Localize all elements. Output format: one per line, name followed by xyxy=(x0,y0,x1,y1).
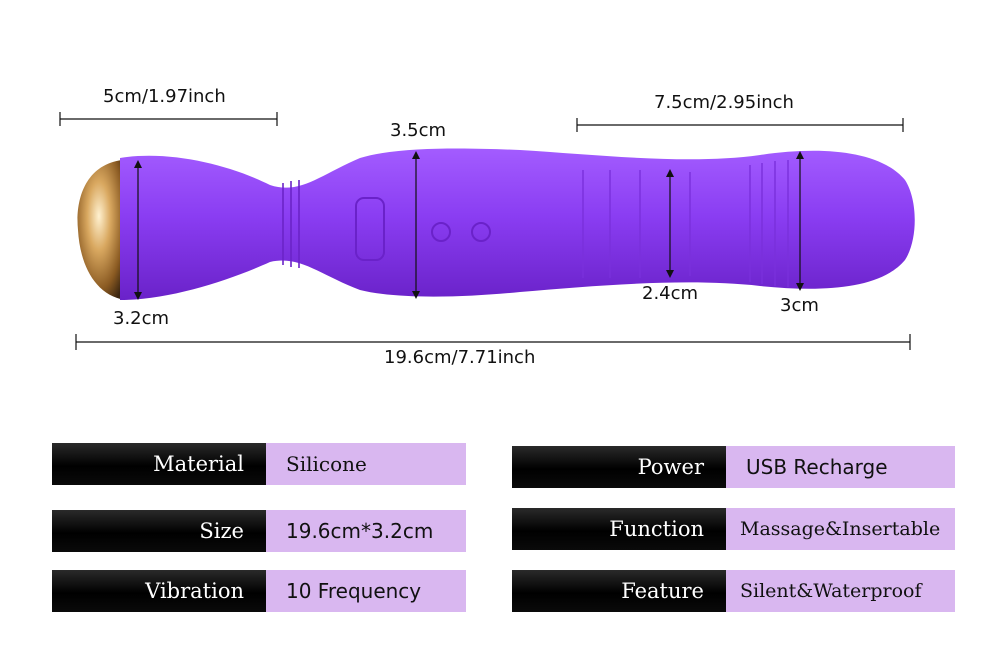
tip-diameter-label: 3cm xyxy=(780,295,819,316)
head-diameter-label: 3.5cm xyxy=(390,120,447,141)
shaft-diameter-label: 2.4cm xyxy=(642,283,699,304)
spec-row-function: Function Massage&Insertable xyxy=(512,508,955,550)
spec-label: Function xyxy=(512,508,726,550)
spec-row-power: Power USB Recharge xyxy=(512,446,955,488)
spec-row-size: Size 19.6cm*3.2cm xyxy=(52,510,466,552)
mode-button-icon xyxy=(471,222,491,242)
spec-label: Feature xyxy=(512,570,726,612)
power-button-icon xyxy=(431,222,451,242)
spec-label: Material xyxy=(52,443,266,485)
spec-row-feature: Feature Silent&Waterproof xyxy=(512,570,955,612)
spec-value: Massage&Insertable xyxy=(726,508,955,550)
spec-value: 10 Frequency xyxy=(266,570,466,612)
spec-value: Silent&Waterproof xyxy=(726,570,955,612)
product-illustration: 5cm/1.97inch 7.5cm/2.95inch 3.5cm 3.2cm … xyxy=(59,86,915,368)
control-panel-icon xyxy=(355,197,385,261)
tip-length-label: 5cm/1.97inch xyxy=(103,86,226,107)
shaft-length-label: 7.5cm/2.95inch xyxy=(654,92,794,113)
total-length-label: 19.6cm/7.71inch xyxy=(384,347,536,368)
spec-value: Silicone xyxy=(266,443,466,485)
spec-row-material: Material Silicone xyxy=(52,443,466,485)
spec-value: USB Recharge xyxy=(726,446,955,488)
base-diameter-label: 3.2cm xyxy=(113,308,170,329)
spec-label: Power xyxy=(512,446,726,488)
spec-value: 19.6cm*3.2cm xyxy=(266,510,466,552)
spec-row-vibration: Vibration 10 Frequency xyxy=(52,570,466,612)
spec-label: Size xyxy=(52,510,266,552)
spec-label: Vibration xyxy=(52,570,266,612)
product-image xyxy=(59,112,915,350)
